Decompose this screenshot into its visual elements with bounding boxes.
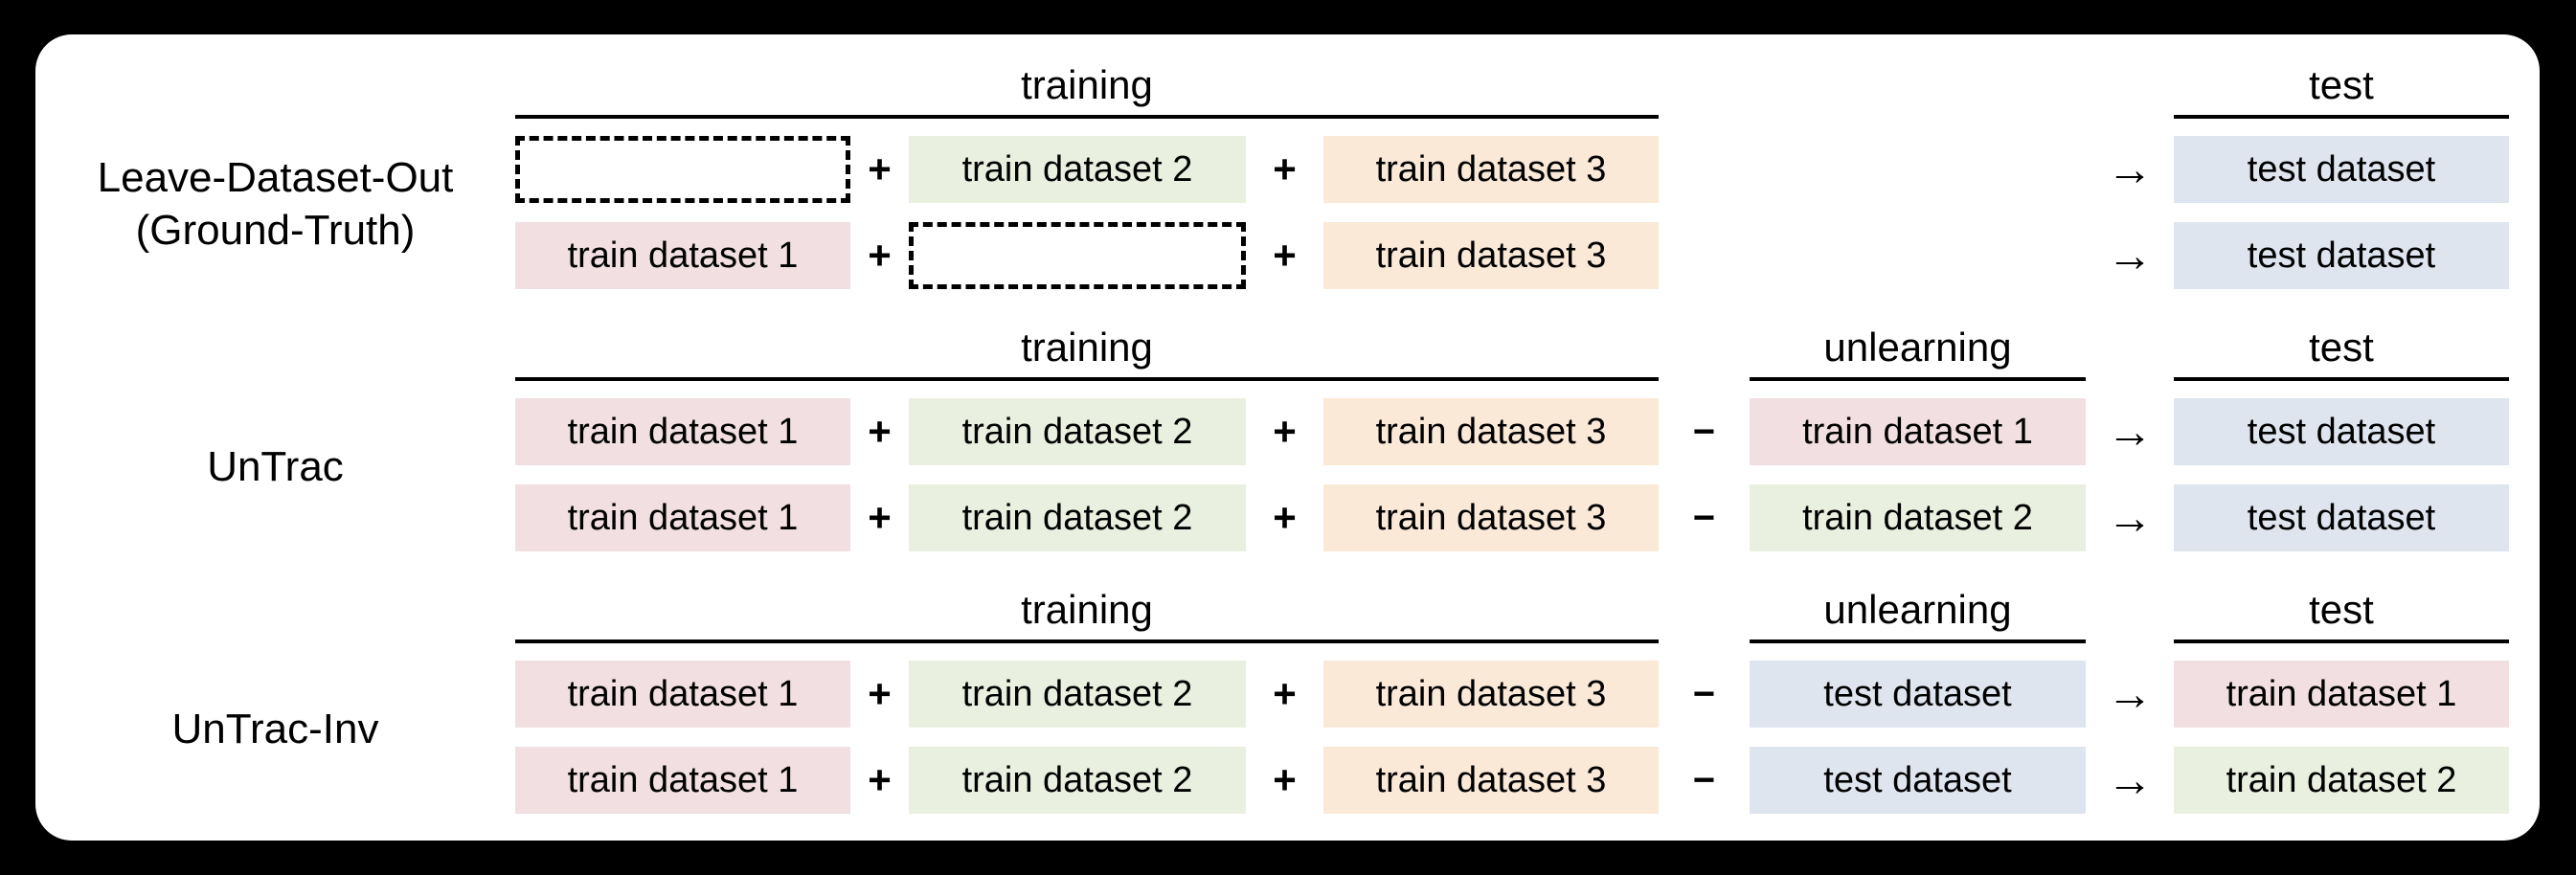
column-header-test: test bbox=[2309, 587, 2374, 632]
header-rule-training bbox=[515, 377, 1659, 381]
left-out-dataset-placeholder bbox=[515, 136, 850, 203]
arrow-operator: → bbox=[2107, 754, 2153, 806]
plus-operator: + bbox=[868, 671, 892, 716]
arrow-operator: → bbox=[2107, 492, 2153, 544]
dataset-box-test: test dataset bbox=[2174, 484, 2509, 551]
section-untrac: training unlearning test train dataset 1… bbox=[35, 324, 2540, 551]
header-row: training unlearning test bbox=[35, 586, 2540, 632]
column-header-training: training bbox=[1021, 325, 1153, 370]
equation-row: + train dataset 2 + train dataset 3 → te… bbox=[35, 136, 2540, 203]
plus-operator: + bbox=[1273, 233, 1297, 278]
dataset-box-train1: train dataset 1 bbox=[515, 484, 850, 551]
plus-operator: + bbox=[1273, 495, 1297, 540]
method-label-line1: Leave-Dataset-Out bbox=[97, 154, 454, 201]
dataset-box-train1: train dataset 1 bbox=[515, 222, 850, 289]
header-rule-test bbox=[2174, 377, 2509, 381]
minus-operator: − bbox=[1692, 672, 1716, 715]
dataset-box-test: test dataset bbox=[2174, 136, 2509, 203]
equation-row: train dataset 1 + train dataset 2 + trai… bbox=[35, 398, 2540, 465]
method-label-line1: UnTrac-Inv bbox=[171, 705, 379, 752]
left-out-dataset-placeholder bbox=[909, 222, 1246, 289]
method-label-line1: UnTrac bbox=[207, 442, 344, 490]
dataset-box-train3: train dataset 3 bbox=[1323, 484, 1659, 551]
method-label-leave-dataset-out: Leave-Dataset-Out (Ground-Truth) bbox=[35, 119, 515, 289]
arrow-operator: → bbox=[2107, 144, 2153, 195]
rule-row bbox=[35, 639, 2540, 643]
method-label-untrac-inv: UnTrac-Inv bbox=[35, 643, 515, 814]
rule-row bbox=[35, 115, 2540, 119]
arrow-operator: → bbox=[2107, 668, 2153, 720]
empty-operator-slot bbox=[1659, 222, 1750, 289]
equation-row: train dataset 1 + train dataset 2 + trai… bbox=[35, 747, 2540, 814]
plus-operator: + bbox=[868, 409, 892, 454]
empty-unlearning-slot bbox=[1750, 136, 2086, 203]
unlearning-box-test: test dataset bbox=[1750, 661, 2086, 728]
dataset-box-train3: train dataset 3 bbox=[1323, 747, 1659, 814]
dataset-box-train1: train dataset 1 bbox=[515, 661, 850, 728]
method-label-line2: (Ground-Truth) bbox=[135, 207, 416, 254]
section-untrac-inv: training unlearning test train dataset 1… bbox=[35, 586, 2540, 814]
column-header-test: test bbox=[2309, 62, 2374, 107]
header-row: training unlearning test bbox=[35, 324, 2540, 370]
dataset-box-train3: train dataset 3 bbox=[1323, 222, 1659, 289]
plus-operator: + bbox=[868, 495, 892, 540]
header-row: training test bbox=[35, 61, 2540, 107]
header-rule-unlearning bbox=[1750, 377, 2086, 381]
header-rule-unlearning bbox=[1750, 639, 2086, 643]
column-header-training: training bbox=[1021, 62, 1153, 107]
unlearning-box-train1: train dataset 1 bbox=[1750, 398, 2086, 465]
rule-row bbox=[35, 377, 2540, 381]
minus-operator: − bbox=[1692, 758, 1716, 801]
unlearning-box-test: test dataset bbox=[1750, 747, 2086, 814]
dataset-box-train2: train dataset 2 bbox=[909, 136, 1246, 203]
column-header-unlearning: unlearning bbox=[1823, 325, 2012, 370]
plus-operator: + bbox=[1273, 757, 1297, 802]
column-header-training: training bbox=[1021, 587, 1153, 632]
column-header-unlearning: unlearning bbox=[1823, 587, 2012, 632]
plus-operator: + bbox=[868, 233, 892, 278]
dataset-box-train3: train dataset 3 bbox=[1323, 661, 1659, 728]
empty-operator-slot bbox=[1659, 136, 1750, 203]
header-rule-test bbox=[2174, 639, 2509, 643]
plus-operator: + bbox=[1273, 146, 1297, 191]
equation-row: train dataset 1 + + train dataset 3 → te… bbox=[35, 222, 2540, 289]
plus-operator: + bbox=[868, 146, 892, 191]
dataset-box-train3: train dataset 3 bbox=[1323, 398, 1659, 465]
equation-row: train dataset 1 + train dataset 2 + trai… bbox=[35, 484, 2540, 551]
plus-operator: + bbox=[1273, 671, 1297, 716]
plus-operator: + bbox=[868, 757, 892, 802]
figure-card: training test + train dataset 2 + train … bbox=[35, 34, 2540, 841]
plus-operator: + bbox=[1273, 409, 1297, 454]
section-leave-dataset-out: training test + train dataset 2 + train … bbox=[35, 61, 2540, 289]
dataset-box-train2: train dataset 2 bbox=[909, 661, 1246, 728]
header-rule-training bbox=[515, 639, 1659, 643]
arrow-operator: → bbox=[2107, 406, 2153, 458]
dataset-box-train1: train dataset 1 bbox=[515, 747, 850, 814]
dataset-box-test: test dataset bbox=[2174, 222, 2509, 289]
header-rule-training bbox=[515, 115, 1659, 119]
dataset-box-train2: train dataset 2 bbox=[2174, 747, 2509, 814]
minus-operator: − bbox=[1692, 410, 1716, 453]
unlearning-box-train2: train dataset 2 bbox=[1750, 484, 2086, 551]
empty-unlearning-slot bbox=[1750, 222, 2086, 289]
arrow-operator: → bbox=[2107, 230, 2153, 281]
method-label-untrac: UnTrac bbox=[35, 381, 515, 551]
dataset-box-train2: train dataset 2 bbox=[909, 398, 1246, 465]
minus-operator: − bbox=[1692, 496, 1716, 539]
dataset-box-train2: train dataset 2 bbox=[909, 484, 1246, 551]
dataset-box-test: test dataset bbox=[2174, 398, 2509, 465]
dataset-box-train3: train dataset 3 bbox=[1323, 136, 1659, 203]
dataset-box-train1: train dataset 1 bbox=[515, 398, 850, 465]
equation-row: train dataset 1 + train dataset 2 + trai… bbox=[35, 661, 2540, 728]
dataset-box-train1: train dataset 1 bbox=[2174, 661, 2509, 728]
header-rule-test bbox=[2174, 115, 2509, 119]
column-header-test: test bbox=[2309, 325, 2374, 370]
dataset-box-train2: train dataset 2 bbox=[909, 747, 1246, 814]
